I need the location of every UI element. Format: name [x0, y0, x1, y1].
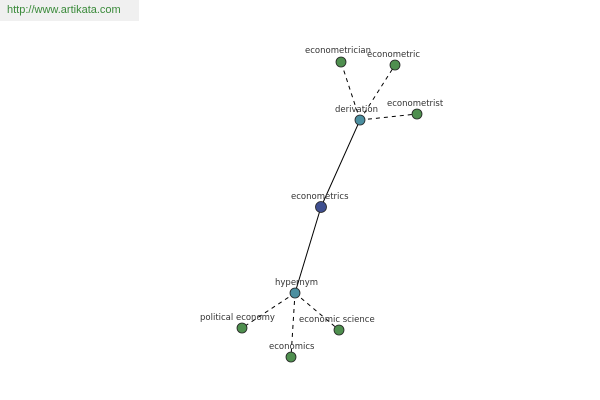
edge-derivation-econometric: [359, 64, 396, 121]
edge-derivation-econometrist: [359, 113, 418, 121]
node-economic-science[interactable]: [333, 324, 345, 336]
node-label-hypernym[interactable]: hypernym: [275, 278, 318, 288]
labels-layer: econometrics derivation hypernym econometri…: [200, 46, 444, 352]
node-econometrician[interactable]: [335, 56, 347, 68]
node-economics[interactable]: [285, 351, 297, 363]
source-url-text[interactable]: http://www.artikata.com: [7, 4, 121, 16]
node-label-econometrist[interactable]: econometrist: [387, 99, 444, 109]
node-label-econometric[interactable]: econometric: [367, 50, 420, 60]
nodes-layer: [236, 56, 423, 363]
edge-econometrics-derivation: [320, 119, 361, 208]
node-label-economic-science[interactable]: economic science: [299, 315, 375, 325]
edges-layer: [241, 61, 418, 358]
edge-econometrics-hypernym: [294, 206, 322, 294]
node-econometrist[interactable]: [411, 108, 423, 120]
edge-derivation-econometrician: [340, 61, 361, 121]
node-label-political-economy[interactable]: political economy: [200, 313, 275, 323]
edge-hypernym-political-economy: [241, 292, 296, 329]
node-econometrics[interactable]: [315, 201, 327, 213]
edge-hypernym-economics: [290, 292, 296, 358]
node-label-econometrics[interactable]: econometrics: [291, 192, 349, 202]
node-label-economics[interactable]: economics: [269, 342, 315, 352]
node-label-derivation[interactable]: derivation: [335, 105, 378, 115]
node-label-econometrician[interactable]: econometrician: [305, 46, 371, 56]
node-econometric[interactable]: [389, 59, 401, 71]
node-derivation[interactable]: [354, 114, 366, 126]
node-hypernym[interactable]: [289, 287, 301, 299]
edge-hypernym-economic-science: [294, 292, 340, 331]
node-political-economy[interactable]: [236, 322, 248, 334]
source-url-banner[interactable]: http://www.artikata.com: [0, 0, 139, 21]
